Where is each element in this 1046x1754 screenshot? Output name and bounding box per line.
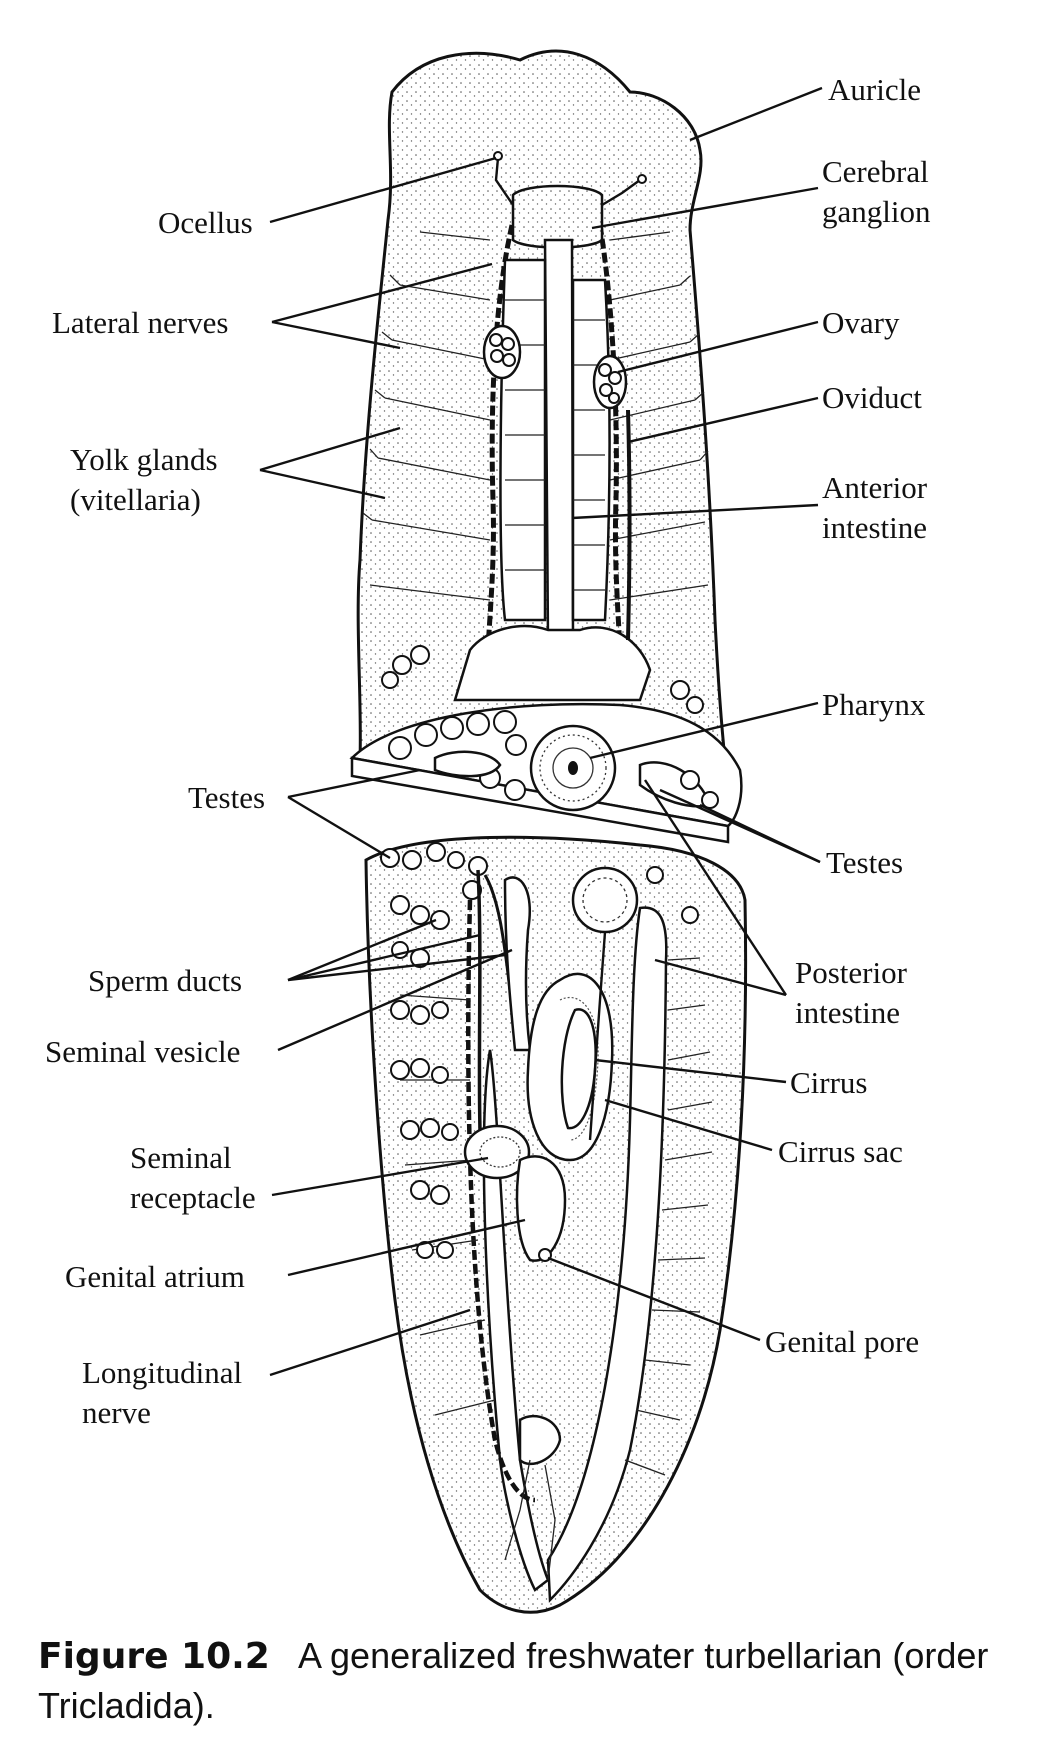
label-seminal-receptacle-1: Seminal: [130, 1140, 232, 1175]
label-yolk-glands-1: Yolk glands: [70, 442, 218, 477]
seminal-receptacle: [463, 1124, 531, 1180]
label-yolk-glands-2: (vitellaria): [70, 482, 201, 517]
label-cerebral-ganglion-2: ganglion: [822, 194, 931, 229]
label-testes-left: Testes: [188, 780, 265, 815]
genital-atrium: [515, 1155, 567, 1262]
label-sperm-ducts: Sperm ducts: [88, 963, 242, 998]
sperm-ducts: [476, 869, 532, 1131]
nerve-cords-anterior: [485, 224, 623, 651]
label-pharynx: Pharynx: [822, 687, 926, 722]
label-testes-right: Testes: [826, 845, 903, 880]
label-oviduct: Oviduct: [822, 380, 922, 415]
caption-text-line1: A generalized freshwater turbellarian (o…: [298, 1635, 988, 1676]
label-ovary: Ovary: [822, 305, 900, 340]
label-posterior-intestine-2: intestine: [795, 995, 900, 1030]
bursa: [571, 866, 639, 1141]
ovaries: [482, 324, 628, 410]
label-seminal-vesicle: Seminal vesicle: [45, 1034, 240, 1069]
label-longitudinal-nerve-2: nerve: [82, 1395, 151, 1430]
label-cirrus-sac: Cirrus sac: [778, 1134, 903, 1169]
label-auricle: Auricle: [828, 72, 921, 107]
label-anterior-intestine-2: intestine: [822, 510, 927, 545]
label-ocellus: Ocellus: [158, 205, 253, 240]
label-anterior-intestine-1: Anterior: [822, 470, 928, 505]
yolk-glands-anterior: [381, 645, 704, 714]
oviduct: [626, 409, 632, 641]
caption-figure-number: Figure 10.2: [38, 1636, 270, 1677]
pharynx: [529, 724, 617, 812]
label-genital-atrium: Genital atrium: [65, 1259, 245, 1294]
leader-lines: [259, 86, 823, 1377]
label-lateral-nerves: Lateral nerves: [52, 305, 228, 340]
label-genital-pore: Genital pore: [765, 1324, 919, 1359]
label-cerebral-ganglion-1: Cerebral: [822, 154, 929, 189]
label-longitudinal-nerve-1: Longitudinal: [82, 1355, 242, 1390]
label-seminal-receptacle-2: receptacle: [130, 1180, 256, 1215]
label-posterior-intestine-1: Posterior: [795, 955, 908, 990]
caption-text-line2: Tricladida).: [38, 1685, 215, 1726]
figure-caption: Figure 10.2 A generalized freshwater tur…: [38, 1635, 988, 1726]
labels: Auricle Ocellus Cerebral ganglion Latera…: [45, 72, 931, 1430]
posterior-intestine: [482, 906, 713, 1603]
lateral-nerve-lines: [362, 231, 709, 601]
label-cirrus: Cirrus: [790, 1065, 868, 1100]
cerebral-ganglion: [493, 151, 647, 249]
